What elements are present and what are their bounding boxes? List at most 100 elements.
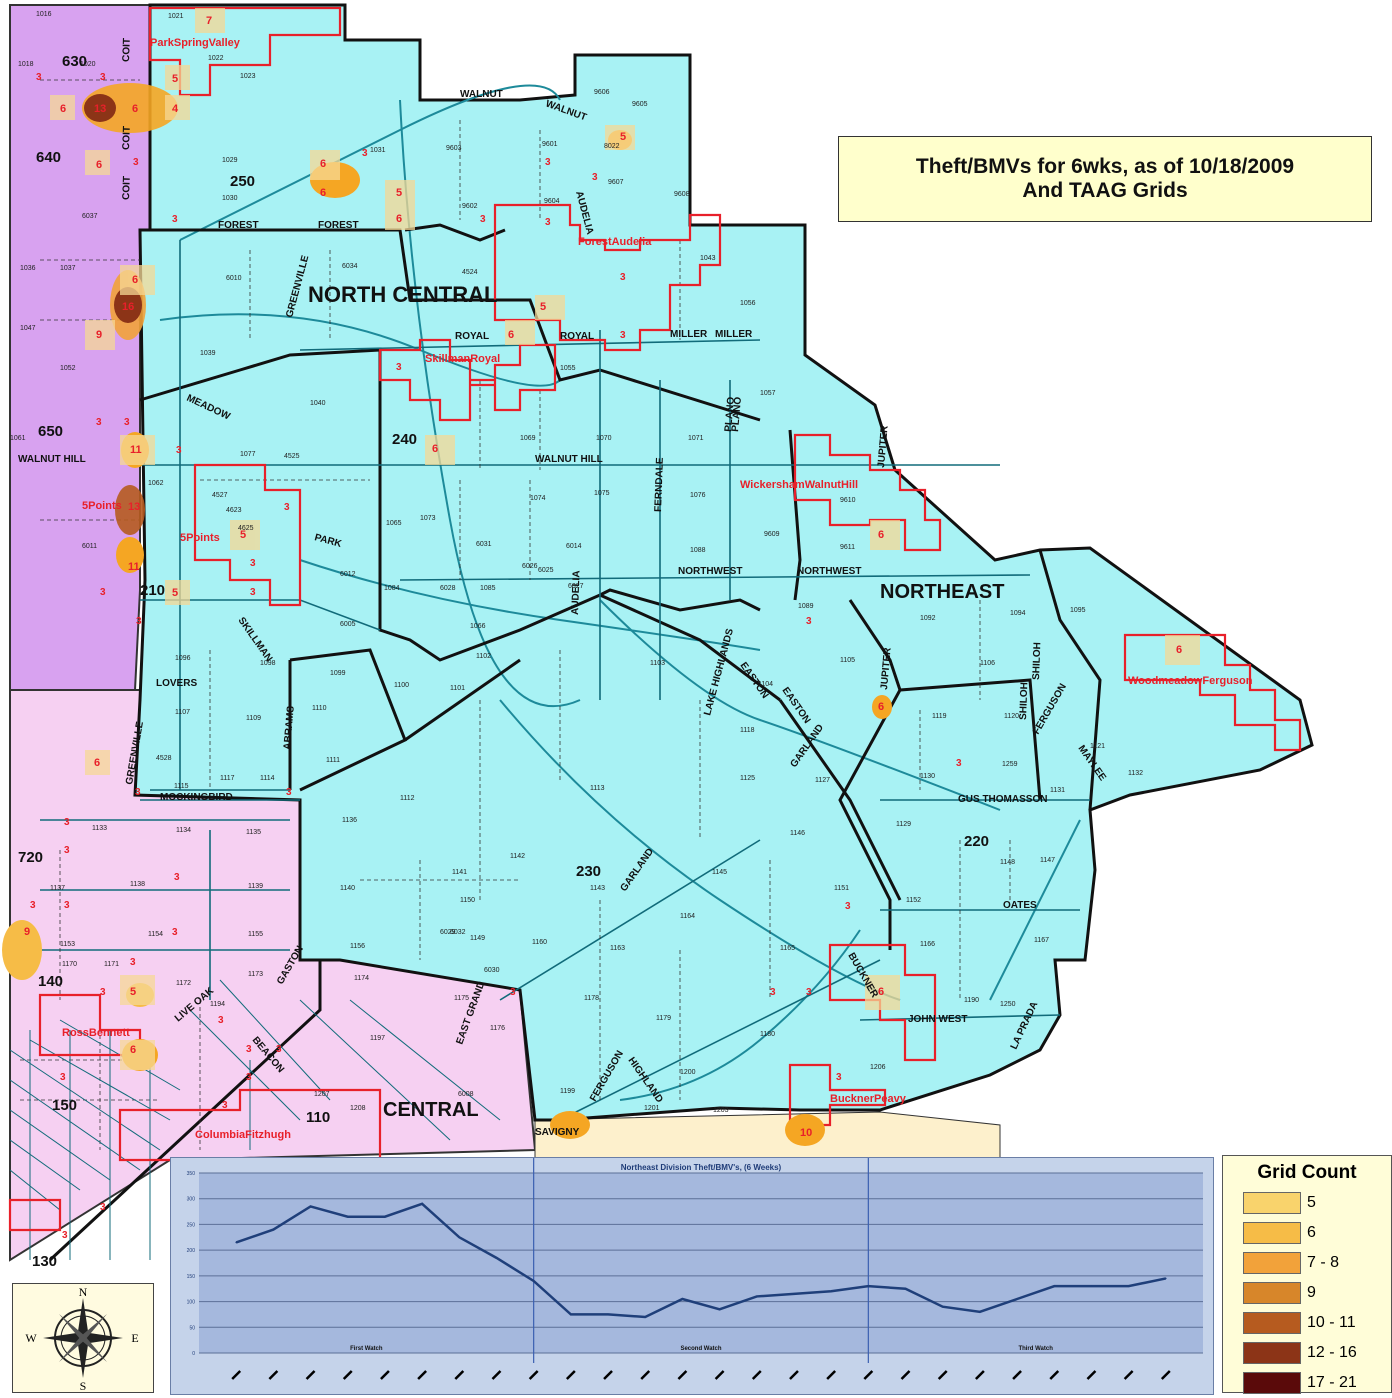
count-label: 11 — [130, 444, 142, 456]
sector-label: 630 — [62, 53, 87, 70]
grid-number: 1094 — [1010, 610, 1026, 617]
chart-point — [718, 1308, 721, 1311]
northeast-division-region — [133, 3, 1314, 1122]
street-label: COIT — [121, 126, 133, 150]
bottom-strip-region — [534, 1111, 1001, 1161]
grid-number: 1163 — [610, 945, 625, 952]
grid-number: 1109 — [246, 715, 261, 722]
grid-number: 6029 — [440, 929, 456, 936]
count-label: 3 — [62, 1230, 68, 1241]
chart-point — [644, 1316, 647, 1318]
grid-number: 1165 — [780, 945, 795, 952]
grid-number: 6014 — [566, 543, 582, 550]
count-label: 3 — [246, 1044, 252, 1055]
street-label: MILLER — [670, 329, 708, 340]
street-label: SHILOH — [1031, 642, 1043, 680]
compass-icon: N S W E — [25, 1285, 138, 1393]
grid-number: 1180 — [760, 1031, 775, 1038]
line-chart: Northeast Division Theft/BMV's, (6 Weeks… — [187, 1158, 1203, 1380]
chart-x-tick — [937, 1370, 948, 1380]
chart-point — [904, 1287, 907, 1290]
legend-label: 5 — [1307, 1194, 1316, 1211]
grid-number: 1023 — [240, 73, 256, 80]
count-label: 3 — [770, 987, 776, 998]
taag-label: ForestAudelia — [578, 236, 652, 248]
street-label: MILLER — [715, 329, 753, 340]
grid-number: 1029 — [222, 157, 238, 164]
chart-x-tick — [268, 1370, 279, 1380]
map-title: Theft/BMVs for 6wks, as of 10/18/2009 An… — [838, 136, 1372, 222]
street-label: WALNUT HILL — [535, 454, 603, 465]
grid-number: 1176 — [490, 1025, 505, 1032]
count-label: 3 — [174, 872, 180, 883]
chart-point — [1090, 1285, 1093, 1287]
count-label: 3 — [176, 445, 182, 456]
taag-grid-labels: ForestAudelia SkillmanRoyal WickershamWa… — [62, 37, 1253, 1141]
legend-item: 7 - 8 — [1223, 1248, 1391, 1278]
count-label: 3 — [250, 587, 256, 598]
grid-number: 1098 — [260, 660, 276, 667]
grid-number: 1020 — [80, 61, 96, 68]
grid-number: 6008 — [458, 1091, 474, 1098]
grid-number: 1066 — [470, 623, 486, 630]
count-label: 3 — [135, 787, 141, 798]
grid-number: 1139 — [248, 883, 263, 890]
sector-label: 150 — [52, 1097, 77, 1114]
chart-x-tick — [975, 1370, 985, 1380]
count-label: 6 — [508, 329, 514, 341]
count-label: 5 — [396, 187, 402, 199]
division-label-central: CENTRAL — [383, 1099, 479, 1121]
street-label: FERNDALE — [653, 457, 666, 512]
sector-labels: 630 640 250 650 240 210 230 220 720 140 … — [18, 53, 989, 1270]
grid-number: 1203 — [713, 1107, 729, 1114]
grid-number: 1095 — [1070, 607, 1086, 614]
incident-count-labels: 3 3 3 3 3 3 3 3 3 3 3 3 3 3 3 3 3 3 3 3 … — [30, 72, 962, 1241]
count-label: 3 — [172, 214, 178, 225]
count-label: 6 — [432, 443, 438, 455]
sector-label: 640 — [36, 149, 61, 166]
legend-item: 10 - 11 — [1223, 1308, 1391, 1338]
count-label: 3 — [218, 1015, 224, 1026]
grid-number: 1018 — [18, 61, 34, 68]
count-label: 3 — [276, 1044, 282, 1055]
legend-swatch — [1243, 1192, 1301, 1214]
division-labels: NORTH CENTRAL NORTHEAST CENTRAL — [308, 282, 1004, 1121]
legend-swatch — [1243, 1282, 1301, 1304]
count-label: 6 — [878, 529, 884, 541]
grid-number: 1074 — [530, 495, 546, 502]
grid-number: 4625 — [238, 525, 254, 532]
street-label: NORTHWEST — [797, 566, 861, 577]
chart-point — [1127, 1285, 1130, 1287]
grid-number: 1146 — [790, 830, 805, 837]
legend-swatch — [1243, 1252, 1301, 1274]
grid-number: 1200 — [680, 1069, 696, 1076]
legend-label: 7 - 8 — [1307, 1254, 1340, 1271]
street-label: GUS THOMASSON — [958, 794, 1047, 805]
grid-number: 1118 — [740, 727, 755, 734]
street-label: MOCKINGBIRD — [160, 792, 233, 803]
grid-number: 1134 — [176, 827, 191, 834]
count-label: 3 — [480, 214, 486, 225]
count-label: 5 — [540, 301, 546, 313]
chart-x-tick — [863, 1370, 874, 1380]
grid-number: 1065 — [386, 520, 402, 527]
grid-number: 1052 — [60, 365, 76, 372]
grid-number: 1208 — [350, 1105, 366, 1112]
grid-number: 1121 — [1090, 743, 1105, 750]
grid-number: 1199 — [560, 1088, 575, 1095]
grid-number: 1164 — [680, 913, 695, 920]
taag-label: ParkSpringValley — [150, 37, 241, 49]
chart-x-tick — [417, 1370, 427, 1380]
grid-number: 1136 — [342, 817, 357, 824]
count-label: 16 — [122, 301, 134, 313]
count-label: 6 — [1176, 644, 1182, 656]
count-label: 9 — [24, 926, 30, 938]
grid-number: 1170 — [62, 961, 77, 968]
count-label: 7 — [206, 15, 212, 27]
count-label: 3 — [64, 817, 70, 828]
grid-number: 1145 — [712, 869, 727, 876]
street-label: OATES — [1003, 900, 1037, 911]
chart-y-tick-label: 300 — [187, 1197, 196, 1203]
grid-number: 4525 — [284, 453, 300, 460]
grid-number: 1089 — [798, 603, 814, 610]
